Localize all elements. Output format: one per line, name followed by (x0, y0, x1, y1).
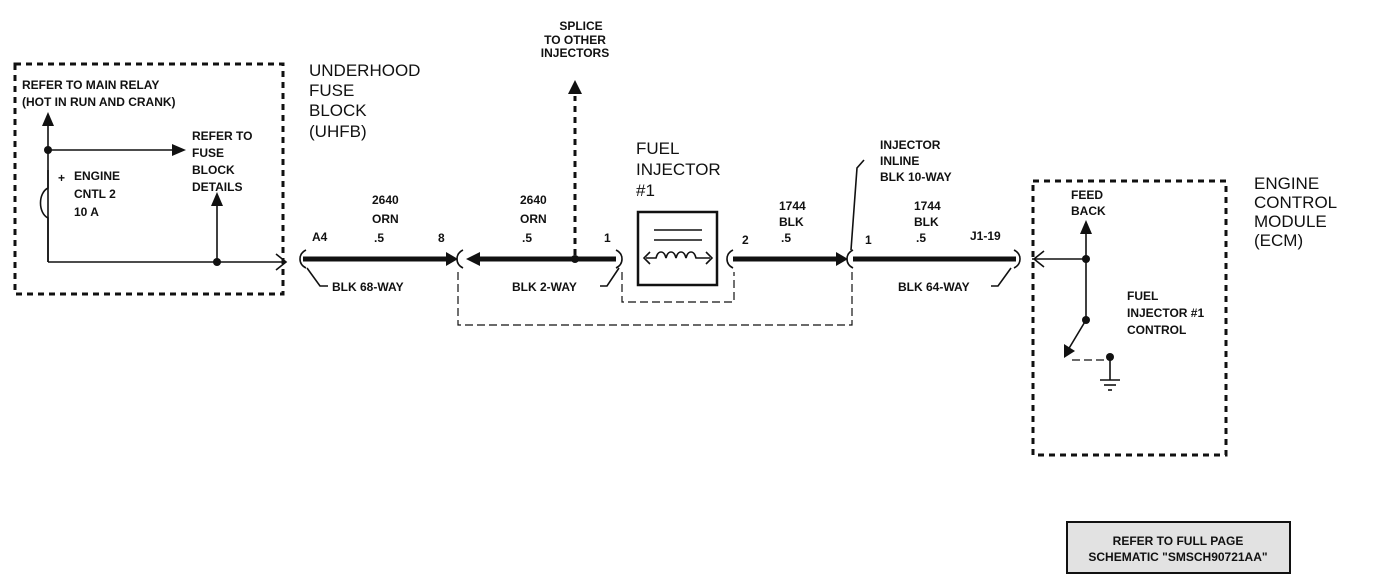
fuse-rating: 10 A (74, 205, 99, 219)
inline-line2: INLINE (880, 154, 919, 168)
connector-labels: BLK 68-WAY BLK 2-WAY BLK 64-WAY (332, 280, 970, 294)
uhfb-title: UNDERHOOD FUSE BLOCK (UHFB) (309, 61, 420, 141)
control-line1: FUEL (1127, 289, 1158, 303)
seg2-gauge: .5 (522, 231, 532, 245)
splice-line1: SPLICE (559, 19, 602, 33)
injector-title-line3: #1 (636, 181, 655, 200)
driver-switch-arrow-icon (1064, 344, 1075, 358)
inline-connector-label: INJECTOR INLINE BLK 10-WAY (880, 138, 952, 184)
fuse-name-line2: CNTL 2 (74, 187, 116, 201)
uhfb-box: REFER TO MAIN RELAY (HOT IN RUN AND CRAN… (13, 62, 288, 296)
connector-housing-outline (457, 270, 853, 326)
splice-dot (571, 255, 579, 263)
uhfb-title-line1: UNDERHOOD (309, 61, 420, 80)
splice-line2: TO OTHER (544, 33, 606, 47)
wire-arrow-3-icon (836, 252, 848, 266)
splice-arrow-icon (568, 80, 582, 94)
ecm-title: ENGINE CONTROL MODULE (ECM) (1254, 174, 1337, 250)
seg1-color: ORN (372, 212, 399, 226)
main-relay-ref-line1: REFER TO MAIN RELAY (22, 78, 159, 92)
seg2-circuit: 2640 (520, 193, 547, 207)
connector-uhfb-pin-icon (299, 249, 307, 269)
control-line3: CONTROL (1127, 323, 1186, 337)
seg3-circuit: 1744 (779, 199, 806, 213)
ecm-title-line3: MODULE (1254, 212, 1327, 231)
splice-line3: INJECTORS (541, 46, 609, 60)
seg4-circuit: 1744 (914, 199, 941, 213)
wire-labels: 2640 ORN .5 2640 ORN .5 1744 BLK .5 1744… (372, 193, 941, 245)
wire-arrow-1-icon (446, 252, 458, 266)
pin-c2-out: 1 (604, 231, 611, 245)
seg2-color: ORN (520, 212, 547, 226)
fuse-block-ref-arrow-icon (172, 144, 186, 156)
ecm-title-line4: (ECM) (1254, 231, 1303, 250)
main-harness (299, 80, 1086, 326)
seg1-circuit: 2640 (372, 193, 399, 207)
seg3-color: BLK (779, 215, 804, 229)
connector-ecm: BLK 64-WAY (898, 280, 970, 294)
connector-injector: BLK 2-WAY (512, 280, 577, 294)
fuse-icon (39, 170, 49, 262)
main-relay-ref-line2: (HOT IN RUN AND CRANK) (22, 95, 176, 109)
injector-coil-icon (646, 251, 710, 259)
ecm-terminal-icon (1032, 250, 1045, 268)
pin-uhfb: A4 (312, 230, 328, 244)
ground-icon (1100, 379, 1120, 391)
feedback-arrow-icon (1080, 220, 1092, 234)
seg4-gauge: .5 (916, 231, 926, 245)
injector-body (636, 210, 719, 287)
pin-ecm: J1-19 (970, 229, 1001, 243)
wire-arrow-2-icon (466, 252, 480, 266)
seg4-color: BLK (914, 215, 939, 229)
uhfb-title-line4: (UHFB) (309, 122, 367, 141)
pin-labels: A4 8 1 2 1 J1-19 (312, 229, 1001, 247)
fuel-injector-component (636, 210, 719, 287)
pin-inj2: 2 (742, 233, 749, 247)
fuse-name-line1: ENGINE (74, 169, 120, 183)
connector-inline-icon (846, 249, 854, 269)
ecm-connector-leader (991, 267, 1012, 287)
uhfb-terminal-icon (275, 253, 288, 271)
uhfb-connector-leader (306, 267, 328, 287)
c2-connector-leader (600, 267, 620, 287)
driver-switch-arm (1067, 319, 1087, 351)
reference-line1: REFER TO FULL PAGE (1113, 534, 1244, 548)
uhfb-title-line3: BLOCK (309, 101, 367, 120)
ecm-title-line1: ENGINE (1254, 174, 1319, 193)
pin-c2-in: 8 (438, 231, 445, 245)
splice-label: SPLICE TO OTHER INJECTORS (541, 19, 609, 60)
ecm-box: FEED BACK FUEL INJECTOR #1 CONTROL (1031, 179, 1228, 457)
feedback-line2: BACK (1071, 204, 1106, 218)
inline-line1: INJECTOR (880, 138, 941, 152)
inline-leader-line (850, 159, 865, 251)
fuse-block-ref-line3: BLOCK (192, 163, 235, 177)
injector-housing-outline (621, 272, 735, 303)
uhfb-title-line2: FUSE (309, 81, 354, 100)
seg3-gauge: .5 (781, 231, 791, 245)
connector-inj2-icon (726, 249, 734, 269)
injector-title-line1: FUEL (636, 139, 679, 158)
fuse-block-ref-line1: REFER TO (192, 129, 252, 143)
reference-line2: SCHEMATIC "SMSCH90721AA" (1088, 550, 1267, 564)
pin-inline1: 1 (865, 233, 872, 247)
fuse-block-ref-line4: DETAILS (192, 180, 242, 194)
seg1-gauge: .5 (374, 231, 384, 245)
injector-title: FUEL INJECTOR #1 (636, 139, 721, 200)
connector-ecm-icon (1013, 249, 1021, 269)
connector-c2-in-icon (456, 249, 464, 269)
feedback-line1: FEED (1071, 188, 1103, 202)
fuse-block-detail-arrow-icon (211, 192, 223, 206)
ecm-title-line2: CONTROL (1254, 193, 1337, 212)
schematic-reference-box: REFER TO FULL PAGE SCHEMATIC "SMSCH90721… (1066, 521, 1291, 574)
connector-c2-out-icon (615, 249, 623, 269)
fuse-block-ref-line2: FUSE (192, 146, 224, 160)
control-line2: INJECTOR #1 (1127, 306, 1204, 320)
fuse-plus-sign: + (58, 171, 65, 185)
connector-uhfb: BLK 68-WAY (332, 280, 404, 294)
inline-line3: BLK 10-WAY (880, 170, 952, 184)
injector-title-line2: INJECTOR (636, 160, 721, 179)
main-relay-arrow-icon (42, 112, 54, 126)
